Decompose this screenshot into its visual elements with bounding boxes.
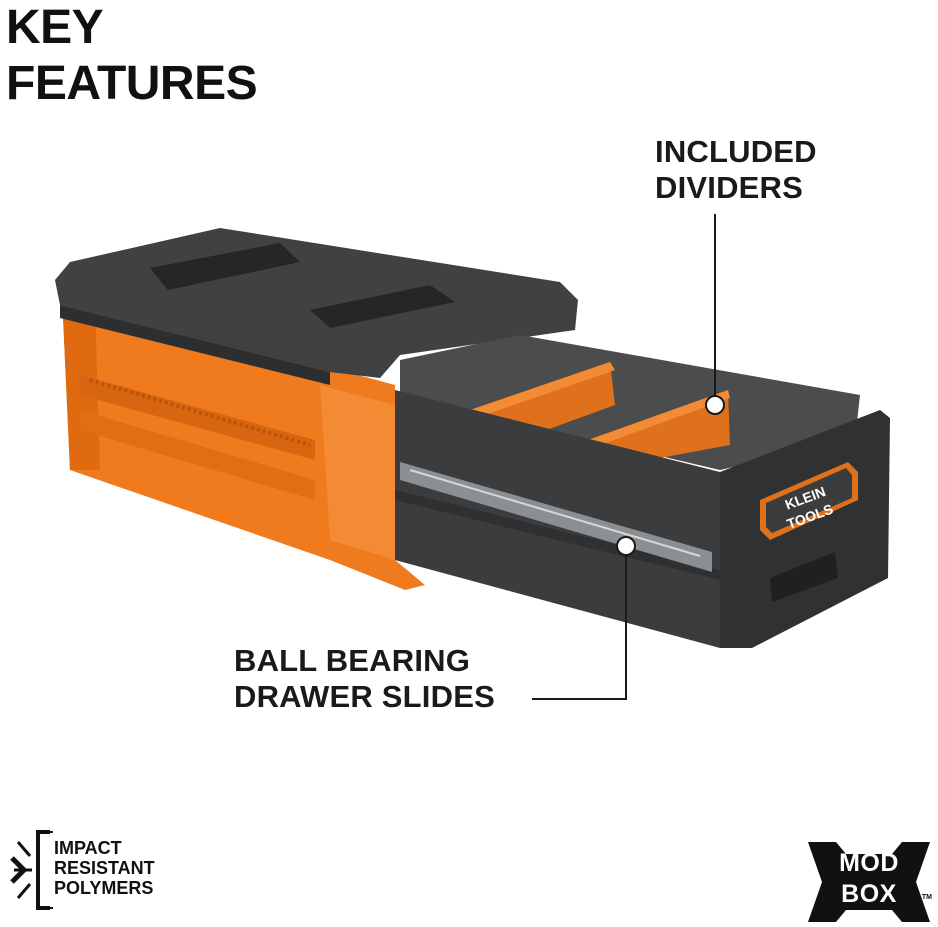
- title-line-2: FEATURES: [6, 57, 258, 110]
- page-title: KEY FEATURES: [6, 0, 258, 112]
- callout-slides-line-2: DRAWER SLIDES: [234, 679, 495, 714]
- impact-badge-text: IMPACT RESISTANT POLYMERS: [54, 838, 155, 898]
- title-line-1: KEY: [6, 1, 104, 54]
- callout-slides: BALL BEARING DRAWER SLIDES: [234, 643, 495, 715]
- impact-line-1: IMPACT: [54, 838, 122, 858]
- callout-dividers: INCLUDED DIVIDERS: [655, 134, 817, 206]
- modbox-line-2: BOX: [841, 880, 897, 908]
- impact-resistant-badge: IMPACT RESISTANT POLYMERS: [8, 828, 183, 912]
- callout-marker-slides: [616, 536, 636, 556]
- modbox-icon: [808, 842, 930, 922]
- modbox-logo: MOD BOX TM: [808, 842, 932, 922]
- trademark-symbol: TM: [921, 894, 932, 901]
- impact-line-3: POLYMERS: [54, 878, 154, 898]
- impact-icon: [10, 830, 53, 910]
- callout-dividers-line-1: INCLUDED: [655, 134, 817, 169]
- modbox-text: MOD BOX: [834, 848, 904, 910]
- callout-dividers-line-2: DIVIDERS: [655, 170, 804, 205]
- impact-line-2: RESISTANT: [54, 858, 155, 878]
- callout-slides-line-1: BALL BEARING: [234, 643, 471, 678]
- modbox-line-1: MOD: [839, 849, 899, 877]
- drawer-interior: [400, 335, 860, 470]
